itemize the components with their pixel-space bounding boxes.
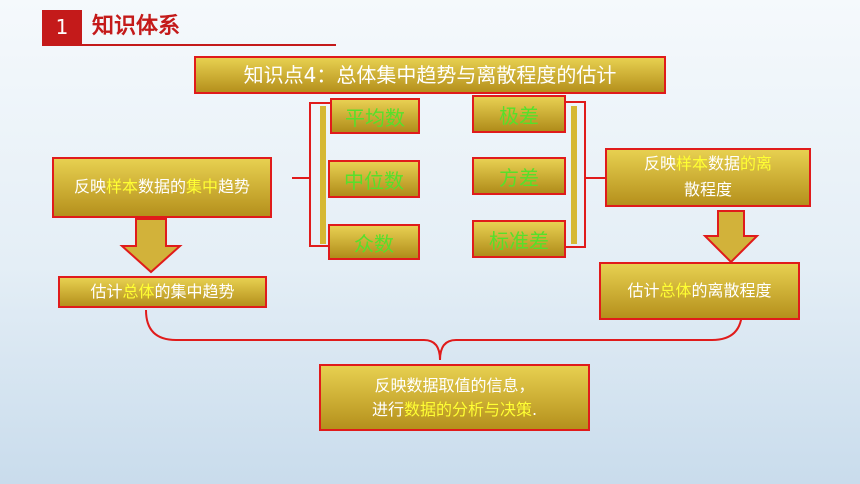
measure-range: 极差 <box>472 95 566 133</box>
text-seg: 估计 <box>90 281 123 301</box>
bottom-brace <box>145 309 743 361</box>
text-seg: 估计 <box>627 280 660 300</box>
text-seg: . <box>531 399 538 419</box>
right-brace <box>566 101 605 248</box>
text-seg-highlight: 集中 <box>186 177 219 197</box>
right-down-arrow <box>702 210 760 264</box>
text-seg-highlight: 总体 <box>122 281 155 301</box>
text-seg-highlight: 总体 <box>659 280 692 300</box>
text-seg: 反映 <box>643 154 676 174</box>
measure-mean-label: 平均数 <box>345 105 405 130</box>
text-seg: 反映 <box>73 177 106 197</box>
measure-range-label: 极差 <box>499 103 539 128</box>
measure-median: 中位数 <box>328 160 420 198</box>
text-seg: 度 <box>755 280 772 300</box>
topic-title-box: 知识点4：总体集中趋势与离散程度的估计 <box>194 56 666 94</box>
measure-std-dev: 标准差 <box>472 220 566 258</box>
text-seg-highlight: 的离 <box>740 154 773 174</box>
left-down-arrow <box>119 218 183 274</box>
sample-central-tendency-box: 反映样本数据的集中趋势 <box>52 157 272 218</box>
measure-variance: 方差 <box>472 157 566 195</box>
text-seg-highlight: 样本 <box>675 154 708 174</box>
sample-dispersion-box: 反映样本数据的离散程度 <box>605 148 811 207</box>
text-seg-highlight: 样本 <box>105 177 138 197</box>
header-underline <box>42 44 336 46</box>
text-seg: 的集中趋势 <box>154 281 235 301</box>
left-brace <box>292 102 330 247</box>
text-seg: 散程度 <box>683 179 732 199</box>
population-central-tendency-box: 估计总体的集中趋势 <box>58 276 267 308</box>
text-seg: 进行 <box>371 399 404 419</box>
data-analysis-box: 反映数据取值的信息， 进行数据的分析与决策. <box>319 364 590 431</box>
text-seg: 的离散程 <box>691 280 756 300</box>
measure-mode-label: 众数 <box>354 231 394 256</box>
measure-median-label: 中位数 <box>344 168 404 193</box>
topic-title-text: 知识点4：总体集中趋势与离散程度的估计 <box>243 63 617 87</box>
text-seg: 趋势 <box>218 177 251 197</box>
measure-variance-label: 方差 <box>499 165 539 190</box>
bottom-line-1: 反映数据取值的信息， <box>374 376 535 396</box>
measure-std-dev-label: 标准差 <box>489 228 549 253</box>
section-title: 知识体系 <box>92 14 181 39</box>
measure-mean: 平均数 <box>330 98 420 134</box>
population-dispersion-box: 估计总体的离散程度 <box>599 262 800 320</box>
measure-mode: 众数 <box>328 224 420 260</box>
text-seg: 数据 <box>708 154 741 174</box>
bottom-line-2: 进行数据的分析与决策. <box>372 398 537 421</box>
section-number-badge: 1 <box>42 10 82 44</box>
text-seg-highlight: 数据的分析与决策 <box>403 399 532 419</box>
text-seg: 数据的 <box>137 177 186 197</box>
